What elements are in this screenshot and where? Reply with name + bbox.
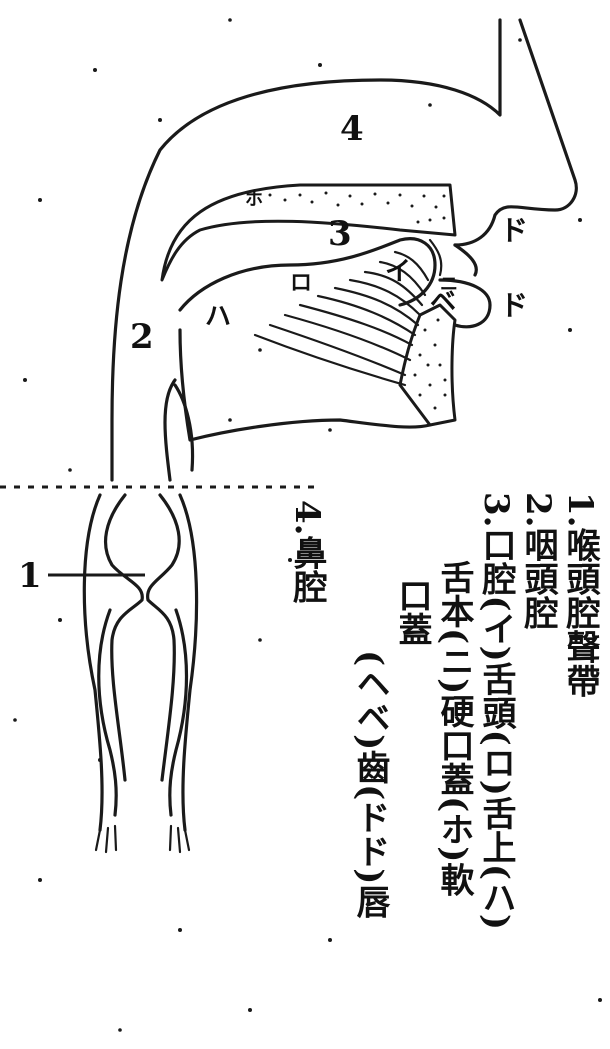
larynx-right-wall xyxy=(180,495,197,830)
legend-item-3: 3.口腔(イ)舌頭(ロ)舌上(ハ) xyxy=(479,492,513,930)
label-i: イ xyxy=(385,257,411,287)
jaw-line xyxy=(180,330,430,440)
label-2-pharynx: 2 xyxy=(130,317,154,357)
legend-item-4: 4.鼻腔 xyxy=(290,500,324,604)
label-to-upper: ド xyxy=(500,214,528,247)
legend-item-3-continued-2: 口蓋 xyxy=(395,578,429,646)
label-3-oral-cavity: 3 xyxy=(328,214,352,254)
legend-item-3-continued: 舌本(ニ)硬口蓋(ホ)軟 xyxy=(437,560,471,896)
label-ha: ハ xyxy=(205,302,231,332)
pharynx-wall xyxy=(165,380,175,480)
trachea-left xyxy=(96,826,116,852)
legend-item-1: 1.喉頭腔聲帶 xyxy=(563,492,597,698)
label-ho: ホ xyxy=(245,189,263,210)
label-he: ベ xyxy=(430,287,456,317)
legend-item-3-continued-3: (ヘベ)齒(ドド)唇 xyxy=(353,650,387,918)
face-profile xyxy=(455,20,576,245)
label-4-nasal-cavity: 4 xyxy=(340,109,364,149)
label-ro: ロ xyxy=(290,271,312,296)
label-1-larynx: 1 xyxy=(18,556,42,596)
upper-lip xyxy=(455,245,476,275)
legend-item-2: 2.咽頭腔 xyxy=(521,492,555,630)
larynx-left-fold xyxy=(106,495,143,780)
larynx-right-fold xyxy=(148,495,180,780)
label-do-lower: ド xyxy=(500,289,528,322)
